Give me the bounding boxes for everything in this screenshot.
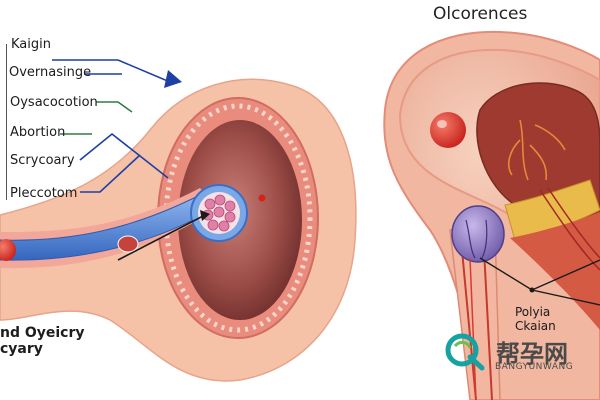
label-bracket-line	[6, 44, 7, 200]
cervix-vessel	[461, 249, 493, 400]
right-leader-lines	[479, 257, 600, 306]
leader-line-1	[52, 59, 171, 83]
vessel-network	[508, 119, 566, 181]
label-pleccotom: Pleccotom	[10, 186, 78, 201]
leader-line-right-2	[531, 289, 600, 306]
right-uterus-illustration	[383, 30, 600, 400]
leader-line-7	[117, 214, 206, 261]
left-uterus-illustration	[0, 78, 357, 382]
watermark-cn: 帮孕网	[496, 340, 568, 368]
right-red-ovum	[430, 112, 466, 148]
label-overnasinge: Overnasinge	[9, 65, 92, 80]
left-red-ovum	[0, 239, 16, 261]
leader-line-6	[80, 154, 141, 193]
watermark-logo-icon	[445, 333, 485, 371]
tube-cell	[117, 235, 139, 253]
leader-arrowhead-7	[200, 210, 210, 221]
label-oysacocotion: Oysacocotion	[10, 95, 98, 110]
leader-line-5	[79, 132, 169, 179]
ovary-shape	[451, 205, 505, 263]
bottom-right-caption-line2: Ckaian	[515, 319, 556, 333]
wall-dotted-rim	[163, 103, 313, 333]
left-leader-lines	[52, 59, 210, 261]
cavity-spot	[258, 194, 266, 202]
leader-arrowhead-1	[164, 70, 182, 88]
watermark-en: BANGYUNWANG	[495, 362, 574, 372]
ovum-highlight	[437, 120, 447, 128]
leader-line-3	[96, 101, 133, 113]
bottom-right-caption: Polyia Ckaian	[515, 305, 556, 333]
label-scrycoary: Scrycoary	[10, 153, 75, 168]
ovary-duct	[469, 257, 477, 400]
bottom-left-caption-line1: nd Oyeicry	[0, 325, 85, 341]
label-kaigin: Kaigin	[11, 37, 51, 52]
bottom-left-caption: nd Oyeicry cyary	[0, 325, 85, 357]
leader-joint	[529, 287, 535, 293]
bottom-right-caption-line1: Polyia	[515, 305, 551, 319]
ovary-follicle-lines	[465, 219, 488, 259]
label-abortion: Abortion	[10, 125, 66, 140]
page-title: Olcorences	[433, 4, 528, 24]
bottom-left-caption-line2: cyary	[0, 341, 43, 357]
